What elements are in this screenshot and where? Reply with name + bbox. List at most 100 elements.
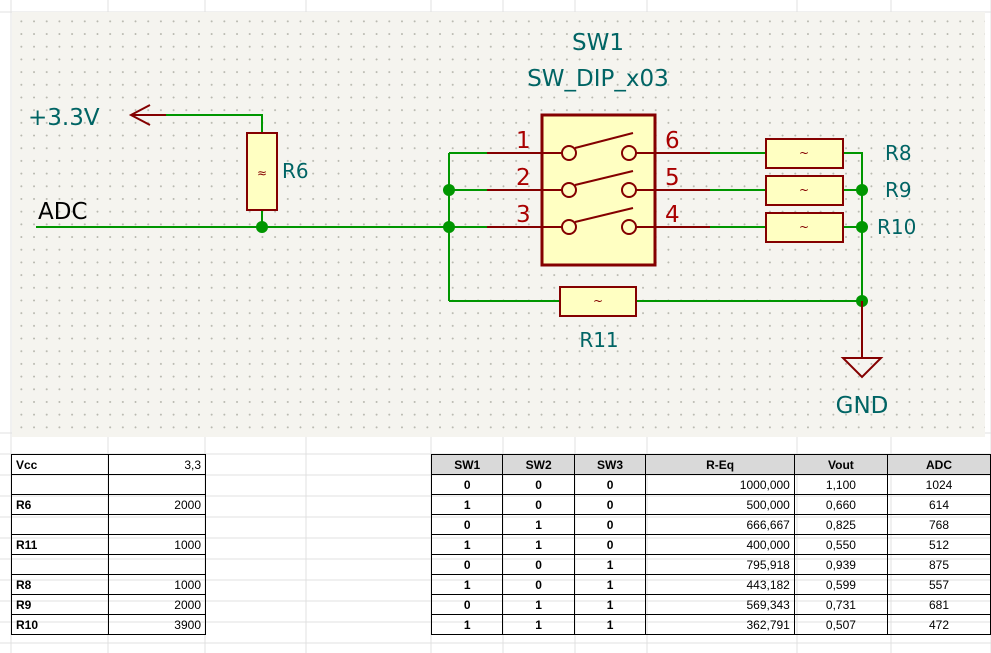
- junctions: [256, 184, 868, 307]
- header-adc[interactable]: ADC: [887, 454, 991, 475]
- param-label[interactable]: [11, 554, 109, 575]
- param-label[interactable]: R8: [11, 574, 109, 595]
- wires: [36, 114, 863, 358]
- param-value[interactable]: 1000: [108, 574, 206, 595]
- resistor-r6[interactable]: ≈: [246, 132, 278, 211]
- cell-sw2[interactable]: 1: [502, 534, 575, 555]
- param-label[interactable]: R6: [11, 494, 109, 515]
- cell-vout[interactable]: 0,550: [793, 534, 889, 555]
- switch-pin-3: 3: [516, 202, 531, 228]
- param-value[interactable]: [108, 514, 206, 535]
- cell-sw3[interactable]: 0: [573, 514, 647, 535]
- cell-vout[interactable]: 0,599: [793, 574, 889, 595]
- cell-sw2[interactable]: 0: [502, 574, 575, 595]
- cell-adc[interactable]: 557: [887, 574, 991, 595]
- param-value[interactable]: [108, 554, 206, 575]
- resistor-r10[interactable]: ~: [765, 212, 844, 243]
- cell-sw3[interactable]: 1: [573, 594, 647, 615]
- resistor-r9[interactable]: ~: [765, 175, 844, 206]
- param-value[interactable]: 3900: [108, 614, 206, 635]
- param-row: [11, 554, 206, 575]
- cell-r-eq[interactable]: 666,667: [645, 514, 795, 535]
- cell-sw2[interactable]: 0: [502, 494, 575, 515]
- cell-r-eq[interactable]: 795,918: [645, 554, 795, 575]
- header-vout[interactable]: Vout: [793, 454, 889, 475]
- ground-label: GND: [836, 393, 889, 419]
- wire-r8-bus: [843, 152, 863, 190]
- junction-left-pin2: [443, 184, 455, 196]
- cell-sw3[interactable]: 1: [573, 574, 647, 595]
- cell-adc[interactable]: 614: [887, 494, 991, 515]
- wire-vcc-r6: [133, 114, 263, 133]
- cell-vout[interactable]: 1,100: [793, 474, 889, 495]
- cell-sw2[interactable]: 0: [502, 554, 575, 575]
- cell-r-eq[interactable]: 1000,000: [645, 474, 795, 495]
- cell-adc[interactable]: 1024: [887, 474, 991, 495]
- cell-sw3[interactable]: 0: [573, 494, 647, 515]
- cell-r-eq[interactable]: 500,000: [645, 494, 795, 515]
- cell-sw2[interactable]: 1: [502, 594, 575, 615]
- cell-sw1[interactable]: 1: [430, 574, 504, 595]
- param-value[interactable]: [108, 474, 206, 495]
- cell-sw1[interactable]: 0: [430, 514, 504, 535]
- resistor-r6-label: R6: [282, 159, 309, 183]
- cell-vout[interactable]: 0,731: [793, 594, 889, 615]
- param-label[interactable]: [11, 474, 109, 495]
- cell-adc[interactable]: 681: [887, 594, 991, 615]
- resistor-r9-symbol: ~: [799, 183, 809, 197]
- cell-sw1[interactable]: 1: [430, 614, 504, 635]
- cell-sw1[interactable]: 0: [430, 594, 504, 615]
- param-value[interactable]: 2000: [108, 494, 206, 515]
- param-value[interactable]: 1000: [108, 534, 206, 555]
- cell-sw2[interactable]: 1: [502, 614, 575, 635]
- cell-r-eq[interactable]: 400,000: [645, 534, 795, 555]
- switch-value: SW_DIP_x03: [527, 66, 669, 92]
- header-sw3[interactable]: SW3: [573, 454, 647, 475]
- param-label[interactable]: R10: [11, 614, 109, 635]
- cell-sw2[interactable]: 1: [502, 514, 575, 535]
- dip-switch-sw1[interactable]: [487, 113, 710, 267]
- results-header-row: SW1 SW2 SW3 R-Eq Vout ADC: [430, 454, 991, 475]
- param-value[interactable]: 3,3: [108, 454, 206, 475]
- cell-r-eq[interactable]: 362,791: [645, 614, 795, 635]
- cell-sw1[interactable]: 0: [430, 474, 504, 495]
- resistor-r8[interactable]: ~: [765, 138, 844, 169]
- param-label[interactable]: Vcc: [11, 454, 109, 475]
- cell-r-eq[interactable]: 569,343: [645, 594, 795, 615]
- cell-sw1[interactable]: 0: [430, 554, 504, 575]
- cell-sw3[interactable]: 1: [573, 614, 647, 635]
- header-sw1[interactable]: SW1: [430, 454, 504, 475]
- cell-adc[interactable]: 768: [887, 514, 991, 535]
- param-label[interactable]: [11, 514, 109, 535]
- cell-adc[interactable]: 875: [887, 554, 991, 575]
- param-value[interactable]: 2000: [108, 594, 206, 615]
- param-label[interactable]: R9: [11, 594, 109, 615]
- cell-adc[interactable]: 472: [887, 614, 991, 635]
- header-r-eq[interactable]: R-Eq: [645, 454, 795, 475]
- cell-adc[interactable]: 512: [887, 534, 991, 555]
- cell-vout[interactable]: 0,939: [793, 554, 889, 575]
- cell-sw3[interactable]: 0: [573, 534, 647, 555]
- cell-sw1[interactable]: 1: [430, 534, 504, 555]
- cell-vout[interactable]: 0,507: [793, 614, 889, 635]
- cell-sw3[interactable]: 0: [573, 474, 647, 495]
- cell-sw2[interactable]: 0: [502, 474, 575, 495]
- switch-pin-1: 1: [516, 128, 531, 154]
- cell-r-eq[interactable]: 443,182: [645, 574, 795, 595]
- param-label[interactable]: R11: [11, 534, 109, 555]
- cell-sw3[interactable]: 1: [573, 554, 647, 575]
- header-sw2[interactable]: SW2: [502, 454, 575, 475]
- cell-vout[interactable]: 0,825: [793, 514, 889, 535]
- cell-vout[interactable]: 0,660: [793, 494, 889, 515]
- resistor-r11[interactable]: ~: [559, 286, 637, 317]
- cell-sw1[interactable]: 1: [430, 494, 504, 515]
